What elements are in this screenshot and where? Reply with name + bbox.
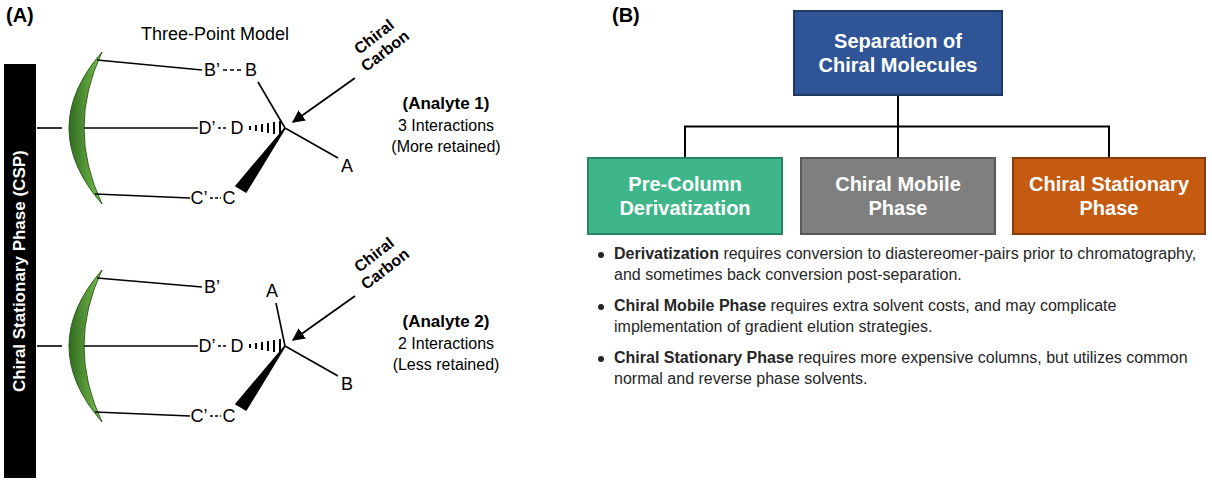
bullet-dot — [598, 356, 604, 362]
bullet-dot — [598, 252, 604, 258]
bullet-dot — [598, 304, 604, 310]
bond-line — [285, 346, 338, 376]
box-text: Separation of Chiral Molecules — [795, 25, 1001, 81]
pointer-arrow — [293, 78, 355, 122]
bond-line — [285, 128, 338, 158]
tree-connector — [898, 96, 1109, 157]
group-letter: D — [231, 118, 244, 139]
group-letter: C’ — [191, 406, 208, 427]
box-text: Chiral Mobile Phase — [802, 168, 994, 224]
method-box: Chiral Stationary Phase — [1012, 157, 1206, 235]
analyte-name: (Analyte 2) — [403, 312, 490, 332]
bullet-term: Chiral Mobile Phase — [614, 297, 766, 314]
analyte-note: (More retained) — [391, 138, 500, 156]
box-text: Chiral Stationary Phase (CSP) — [10, 150, 30, 392]
bullet-term: Derivatization — [614, 245, 719, 262]
bond-line — [95, 412, 190, 416]
method-box: Chiral Mobile Phase — [800, 157, 996, 235]
interaction-dash — [218, 345, 228, 347]
analyte-1-figure — [37, 52, 355, 204]
tether-line — [37, 345, 62, 347]
root-box: Separation of Chiral Molecules — [793, 10, 1003, 96]
group-letter: B — [341, 374, 353, 395]
analyte-name: (Analyte 1) — [403, 94, 490, 114]
analyte-note: 2 Interactions — [398, 335, 494, 353]
bond-line — [84, 345, 198, 347]
hashed-bond — [250, 121, 280, 135]
interaction-dash — [210, 197, 221, 199]
bond-line — [95, 194, 190, 198]
hashed-bond — [250, 339, 280, 353]
tether-line — [37, 127, 62, 129]
group-letter: D’ — [199, 336, 216, 357]
interaction-dash — [218, 127, 228, 129]
group-letter: A — [266, 281, 278, 302]
bond-line — [84, 127, 198, 129]
group-letter: B’ — [204, 60, 220, 81]
analyte-2-figure — [37, 270, 355, 422]
group-letter: D’ — [199, 118, 216, 139]
tree-connector — [685, 96, 898, 157]
analyte-note: (Less retained) — [393, 356, 500, 374]
bullet-item: Chiral Stationary Phaserequires more exp… — [614, 348, 1204, 390]
box-text: Chiral Stationary Phase — [1014, 168, 1204, 224]
pointer-arrow — [293, 296, 355, 340]
panel-title: Three-Point Model — [141, 24, 289, 45]
method-box: Pre-Column Derivatization — [587, 157, 783, 235]
bond-line — [97, 60, 202, 70]
pointer-label: Chiral Carbon — [344, 228, 416, 295]
bond-line — [97, 278, 202, 287]
bullet-term: Chiral Stationary Phase — [614, 349, 794, 366]
group-letter: B — [245, 60, 257, 81]
bullet-item: Chiral Mobile Phaserequires extra solven… — [614, 296, 1204, 338]
interaction-dash — [223, 69, 243, 71]
stationary-phase-bar: Chiral Stationary Phase (CSP) — [4, 64, 36, 478]
group-letter: C’ — [191, 188, 208, 209]
interaction-dash — [210, 415, 221, 417]
panel-letter: (A) — [6, 4, 34, 27]
bullet-item: Derivatizationrequires conversion to dia… — [614, 244, 1204, 286]
group-letter: D — [231, 336, 244, 357]
group-letter: B’ — [204, 277, 220, 298]
box-text: Pre-Column Derivatization — [589, 168, 781, 224]
panel-letter: (B) — [612, 4, 640, 27]
group-letter: C — [223, 406, 236, 427]
group-letter: A — [341, 156, 353, 177]
pointer-label: Chiral Carbon — [344, 10, 416, 77]
analyte-note: 3 Interactions — [398, 117, 494, 135]
group-letter: C — [223, 188, 236, 209]
